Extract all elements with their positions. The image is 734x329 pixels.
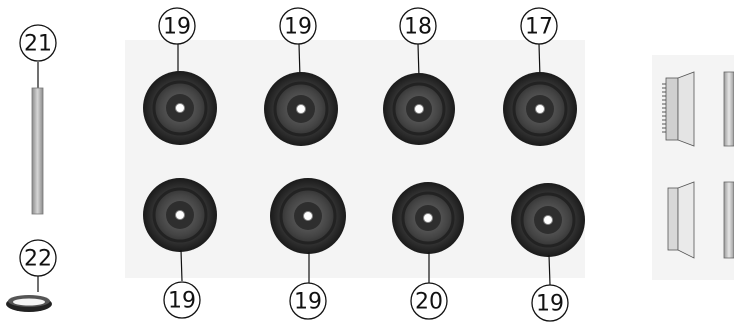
callout-21: 21	[20, 25, 56, 61]
svg-text:18: 18	[404, 15, 432, 40]
svg-text:19: 19	[284, 15, 312, 40]
callout-top-4: 17	[521, 8, 557, 44]
callout-top-1: 19	[159, 8, 195, 44]
svg-text:19: 19	[536, 292, 564, 317]
callout-22: 22	[20, 240, 56, 276]
svg-text:21: 21	[24, 32, 52, 57]
svg-text:19: 19	[163, 15, 191, 40]
callout-bottom-4: 19	[532, 285, 568, 321]
svg-text:22: 22	[24, 247, 52, 272]
callout-top-2: 19	[280, 8, 316, 44]
svg-text:17: 17	[525, 15, 553, 40]
svg-text:19: 19	[294, 290, 322, 315]
part-22-ring	[6, 276, 52, 312]
callout-bottom-3: 20	[411, 283, 447, 319]
callout-top-3: 18	[400, 8, 436, 44]
part-21-rod	[32, 62, 43, 214]
svg-text:19: 19	[168, 289, 196, 314]
callout-bottom-2: 19	[290, 283, 326, 319]
svg-text:20: 20	[415, 290, 443, 315]
callout-bottom-1: 19	[164, 282, 200, 318]
